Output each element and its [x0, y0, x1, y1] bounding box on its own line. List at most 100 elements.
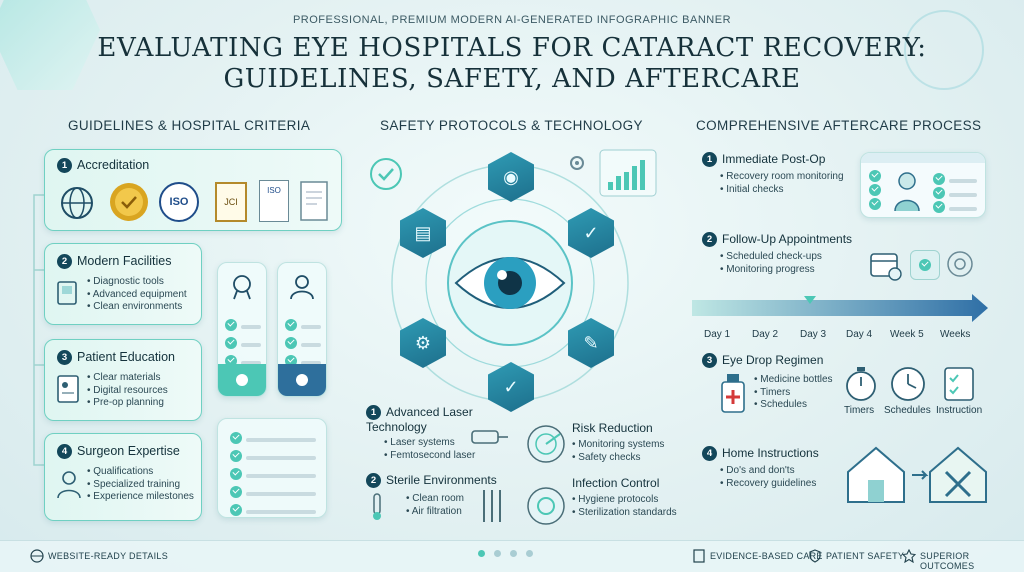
diagnostic-device-icon: [57, 281, 77, 305]
bullet: Diagnostic tools: [87, 276, 187, 289]
check-icon: [296, 374, 308, 386]
check-icon: [933, 187, 945, 199]
nurse-icon: [894, 172, 920, 212]
jci-certificate: JCI: [215, 182, 247, 222]
step-number: 2: [57, 254, 72, 270]
card-modern-facilities[interactable]: 2 Modern Facilities Diagnostic tools Adva…: [44, 243, 202, 325]
card-title: Patient Education: [77, 350, 175, 364]
pagination-dot[interactable]: [510, 550, 517, 557]
column-heading-aftercare: COMPREHENSIVE AFTERCARE PROCESS: [696, 118, 982, 133]
check-icon: [869, 184, 881, 196]
shield-icon: [809, 549, 821, 563]
step-number: 3: [57, 350, 72, 366]
bullet: Clear materials: [87, 372, 168, 385]
gear-icon: [570, 156, 584, 170]
globe-icon: [30, 549, 44, 563]
surgeon-icon: [57, 471, 81, 499]
document-icon: [693, 549, 705, 563]
card-title: Surgeon Expertise: [77, 444, 180, 458]
bullet: Digital resources: [87, 385, 167, 398]
pagination-dot[interactable]: [526, 550, 533, 557]
target-icon: [947, 251, 973, 277]
step-number: 3: [702, 353, 717, 369]
step-title: Home Instructions: [722, 446, 819, 460]
check-icon: [230, 468, 242, 480]
bullet: Advanced equipment: [87, 289, 187, 302]
radar-icon: [527, 425, 565, 463]
bullet: Timers: [754, 387, 842, 400]
check-icon: [230, 450, 242, 462]
gold-seal-icon: [110, 183, 148, 221]
bullet: Initial checks: [720, 184, 852, 197]
footer-evidence-based: EVIDENCE-BASED CARE: [710, 551, 823, 561]
check-icon: [230, 504, 242, 516]
timeline-label: Week 5: [890, 329, 924, 340]
card-title: Accreditation: [77, 158, 150, 172]
check-icon: [933, 201, 945, 213]
banner-tagline: PROFESSIONAL, PREMIUM MODERN AI-GENERATE…: [292, 14, 732, 26]
step-number: 1: [366, 405, 381, 421]
bullet: Safety checks: [572, 452, 692, 465]
pagination-dot[interactable]: [478, 550, 485, 557]
check-icon: [225, 337, 237, 349]
bullet: Specialized training: [87, 479, 194, 492]
globe-icon: [61, 187, 93, 219]
award-icon: [233, 275, 251, 300]
step-title: Follow-Up Appointments: [722, 232, 853, 246]
laser-device-icon: [471, 430, 508, 444]
bullet: Sterilization standards: [572, 507, 692, 520]
bullet: Air filtration: [406, 506, 516, 519]
timeline-label: Weeks: [940, 329, 971, 340]
step-title: Eye Drop Regimen: [722, 353, 824, 367]
id-document-icon: [57, 375, 79, 403]
column-heading-guidelines: GUIDELINES & HOSPITAL CRITERIA: [68, 118, 311, 133]
bullet: Monitoring progress: [720, 264, 872, 277]
clock-icon: [891, 367, 925, 401]
bullet: Qualifications: [87, 466, 194, 479]
regimen-icon-label: Schedules: [884, 405, 931, 416]
eye-hub-diagram: [391, 164, 629, 402]
card-title: Modern Facilities: [77, 254, 172, 268]
regimen-icon-label: Timers: [844, 405, 875, 416]
column-heading-safety: SAFETY PROTOCOLS & TECHNOLOGY: [380, 118, 643, 133]
bullet: Schedules: [754, 399, 842, 412]
monitor-screen: [860, 152, 986, 218]
doctor-icon: [290, 275, 314, 300]
bullet: Laser systems: [384, 437, 514, 450]
title-line-2: GUIDELINES, SAFETY, AND AFTERCARE: [223, 64, 801, 94]
decorative-ring: [904, 10, 984, 90]
timeline-label: Day 2: [752, 329, 779, 340]
pagination-dot[interactable]: [494, 550, 501, 557]
thermometer-icon: [373, 493, 381, 520]
shield-hex-icon: ✓: [568, 208, 614, 258]
medicine-bottle-icon: [721, 374, 745, 413]
step-number: 2: [366, 473, 381, 489]
check-circle-icon: [370, 158, 402, 190]
bullet: Clean environments: [87, 301, 187, 314]
shield-check-hex-icon: ✓: [488, 362, 534, 412]
timeline-label: Day 3: [800, 329, 827, 340]
card-patient-education[interactable]: 3 Patient Education Clear materials Digit…: [44, 339, 202, 421]
block-title: Risk Reduction: [572, 421, 653, 435]
step-number: 2: [702, 232, 717, 248]
bullet: Recovery guidelines: [720, 478, 842, 491]
check-icon: [230, 486, 242, 498]
calendar-icon: [870, 253, 902, 281]
timeline-label: Day 4: [846, 329, 873, 340]
regimen-icon-label: Instruction: [936, 405, 983, 416]
title-line-1: EVALUATING EYE HOSPITALS FOR CATARACT RE…: [97, 33, 927, 63]
check-icon: [230, 432, 242, 444]
footer-bar: [0, 540, 1024, 572]
iso-document: ISO: [259, 180, 289, 222]
shield-check-icon: [910, 250, 940, 280]
footer-superior-outcomes: SUPERIOR OUTCOMES: [920, 551, 975, 571]
checklist-icon: [944, 367, 974, 401]
surgical-tools-icon: [483, 490, 501, 522]
bullet: Monitoring systems: [572, 439, 692, 452]
